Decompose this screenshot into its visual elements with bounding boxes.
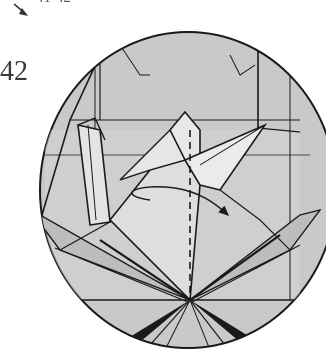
previous-step-arrow <box>14 4 28 16</box>
step-number: 42 <box>0 58 28 86</box>
previous-step-number: 41-42 <box>36 0 71 6</box>
